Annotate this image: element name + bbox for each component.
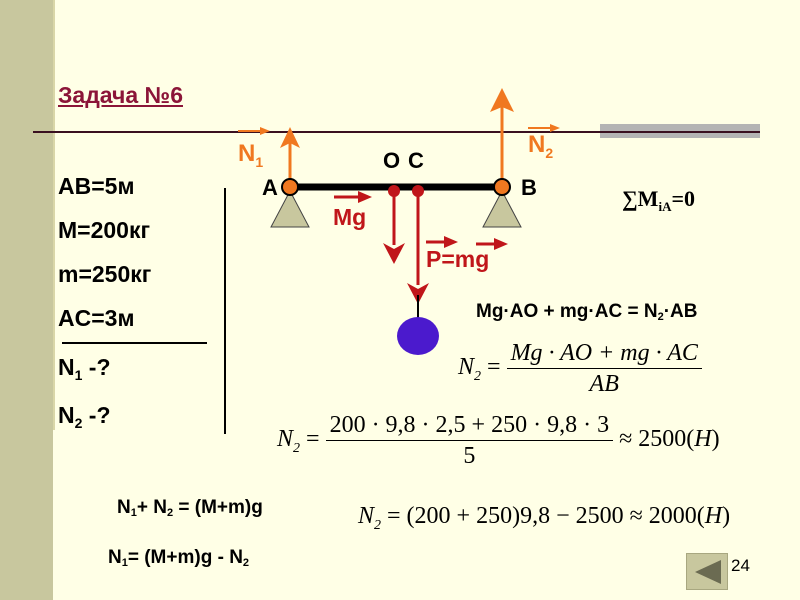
n1-calculation: N2 = (200 + 250)9,8 − 2500 ≈ 2000(H) xyxy=(358,503,731,533)
support-a-icon xyxy=(270,189,310,228)
given-m-small: m=250кг xyxy=(58,261,152,287)
page-number: 24 xyxy=(731,556,750,575)
unknown-n1: N1 -? xyxy=(58,354,111,383)
given-vertical-separator xyxy=(224,188,226,434)
given-ab: AB=5м xyxy=(58,173,135,199)
given-ac: AC=3м xyxy=(58,305,135,331)
label-n1: N1 xyxy=(238,140,264,170)
moment-condition: ∑MiA=0 xyxy=(622,186,695,214)
label-point-c: C xyxy=(408,148,424,173)
given-separator xyxy=(62,342,207,344)
slide-title: Задача №6 xyxy=(58,82,183,108)
label-point-o: O xyxy=(383,148,401,173)
label-point-a: A xyxy=(262,175,278,200)
label-mg: Mg xyxy=(333,204,367,230)
header-rule xyxy=(33,131,760,133)
triangle-left-icon xyxy=(695,560,721,584)
label-n2: N2 xyxy=(528,131,554,161)
sidebar-strip xyxy=(0,0,53,600)
label-point-b: B xyxy=(521,175,537,200)
moment-equation: Mg·AO + mg·AC = N2·AB xyxy=(476,301,698,323)
unknown-n2: N2 -? xyxy=(58,402,111,431)
n1-expression: N1= (M+m)g - N2 xyxy=(108,547,250,569)
label-p-mg: P=mg xyxy=(426,246,490,272)
sidebar-edge xyxy=(53,0,55,430)
previous-slide-button[interactable] xyxy=(686,553,728,590)
given-m-big: M=200кг xyxy=(58,217,151,243)
support-b-icon xyxy=(482,189,522,228)
force-sum-equation: N1+ N2 = (M+m)g xyxy=(117,497,263,519)
